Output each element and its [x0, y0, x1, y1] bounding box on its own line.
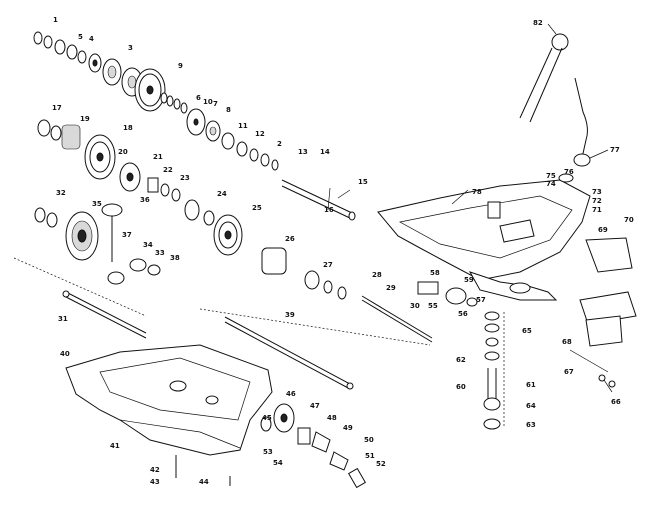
callout-76: 76	[564, 168, 574, 176]
callout-3: 3	[128, 44, 133, 52]
callout-60: 60	[456, 383, 466, 391]
callout-75: 75	[546, 172, 556, 180]
callout-18: 18	[123, 124, 133, 132]
callout-23: 23	[180, 174, 190, 182]
mid-gear-group	[37, 119, 243, 256]
callout-9: 9	[178, 62, 183, 70]
callout-57: 57	[476, 296, 486, 304]
callout-36: 36	[140, 196, 150, 204]
callout-16: 16	[324, 206, 334, 214]
callout-17: 17	[52, 104, 62, 112]
callout-1: 1	[53, 16, 58, 24]
callout-49: 49	[343, 424, 353, 432]
callout-10: 10	[203, 98, 213, 106]
callout-46: 46	[286, 390, 296, 398]
callout-65: 65	[522, 327, 532, 335]
callout-37: 37	[122, 231, 132, 239]
callout-51: 51	[365, 452, 375, 460]
callout-48: 48	[327, 414, 337, 422]
callout-68: 68	[562, 338, 572, 346]
callout-39: 39	[285, 311, 295, 319]
callout-55: 55	[428, 302, 438, 310]
callout-71: 71	[592, 206, 602, 214]
callout-35: 35	[92, 200, 102, 208]
callout-61: 61	[526, 381, 536, 389]
callout-27: 27	[323, 261, 333, 269]
callout-74: 74	[546, 180, 556, 188]
callout-4: 4	[89, 35, 94, 43]
callout-13: 13	[298, 148, 308, 156]
callout-31: 31	[58, 315, 68, 323]
callout-6: 6	[196, 94, 201, 102]
callout-22: 22	[163, 166, 173, 174]
callout-59: 59	[464, 276, 474, 284]
callout-26: 26	[285, 235, 295, 243]
leader-lines	[327, 23, 613, 393]
callout-38: 38	[170, 254, 180, 262]
callout-66: 66	[611, 398, 621, 406]
callout-45: 45	[262, 414, 272, 422]
shaft-assembly	[261, 179, 356, 300]
callout-50: 50	[364, 436, 374, 444]
callout-44: 44	[199, 478, 209, 486]
callout-7: 7	[213, 100, 218, 108]
callout-52: 52	[376, 460, 386, 468]
callout-73: 73	[592, 188, 602, 196]
callout-70: 70	[624, 216, 634, 224]
callout-62: 62	[456, 356, 466, 364]
shift-lever	[519, 33, 591, 183]
callout-69: 69	[598, 226, 608, 234]
callout-12: 12	[255, 130, 265, 138]
callout-63: 63	[526, 421, 536, 429]
callout-43: 43	[150, 478, 160, 486]
callout-77: 77	[610, 146, 620, 154]
callout-24: 24	[217, 190, 227, 198]
callout-56: 56	[458, 310, 468, 318]
differential-cluster	[34, 203, 161, 285]
callout-64: 64	[526, 402, 536, 410]
callout-53: 53	[263, 448, 273, 456]
callout-32: 32	[56, 189, 66, 197]
callout-67: 67	[564, 368, 574, 376]
callout-33: 33	[155, 249, 165, 257]
callout-30: 30	[410, 302, 420, 310]
brake-parts	[260, 403, 367, 489]
callout-47: 47	[310, 402, 320, 410]
callout-19: 19	[80, 115, 90, 123]
callout-40: 40	[60, 350, 70, 358]
axles	[13, 257, 433, 390]
lower-housing	[65, 344, 273, 486]
callout-42: 42	[150, 466, 160, 474]
callout-34: 34	[143, 241, 153, 249]
callout-82: 82	[533, 19, 543, 27]
right-bracket-parts	[579, 237, 637, 388]
callout-8: 8	[226, 106, 231, 114]
callout-25: 25	[252, 204, 262, 212]
upper-housing	[377, 179, 591, 301]
callout-78: 78	[472, 188, 482, 196]
callout-21: 21	[153, 153, 163, 161]
callout-54: 54	[273, 459, 283, 467]
callout-11: 11	[238, 122, 248, 130]
callout-29: 29	[386, 284, 396, 292]
callout-41: 41	[110, 442, 120, 450]
callout-28: 28	[372, 271, 382, 279]
callout-15: 15	[358, 178, 368, 186]
callout-2: 2	[277, 140, 282, 148]
callout-72: 72	[592, 197, 602, 205]
top-gear-stack	[33, 31, 279, 171]
callout-5: 5	[78, 33, 83, 41]
callout-20: 20	[118, 148, 128, 156]
callout-58: 58	[430, 269, 440, 277]
part-number-callouts: 82 77 78 76 75 74 73 72 71 70 69 68 67 6…	[52, 16, 634, 486]
vertical-shaft-stack	[417, 281, 505, 430]
callout-14: 14	[320, 148, 330, 156]
